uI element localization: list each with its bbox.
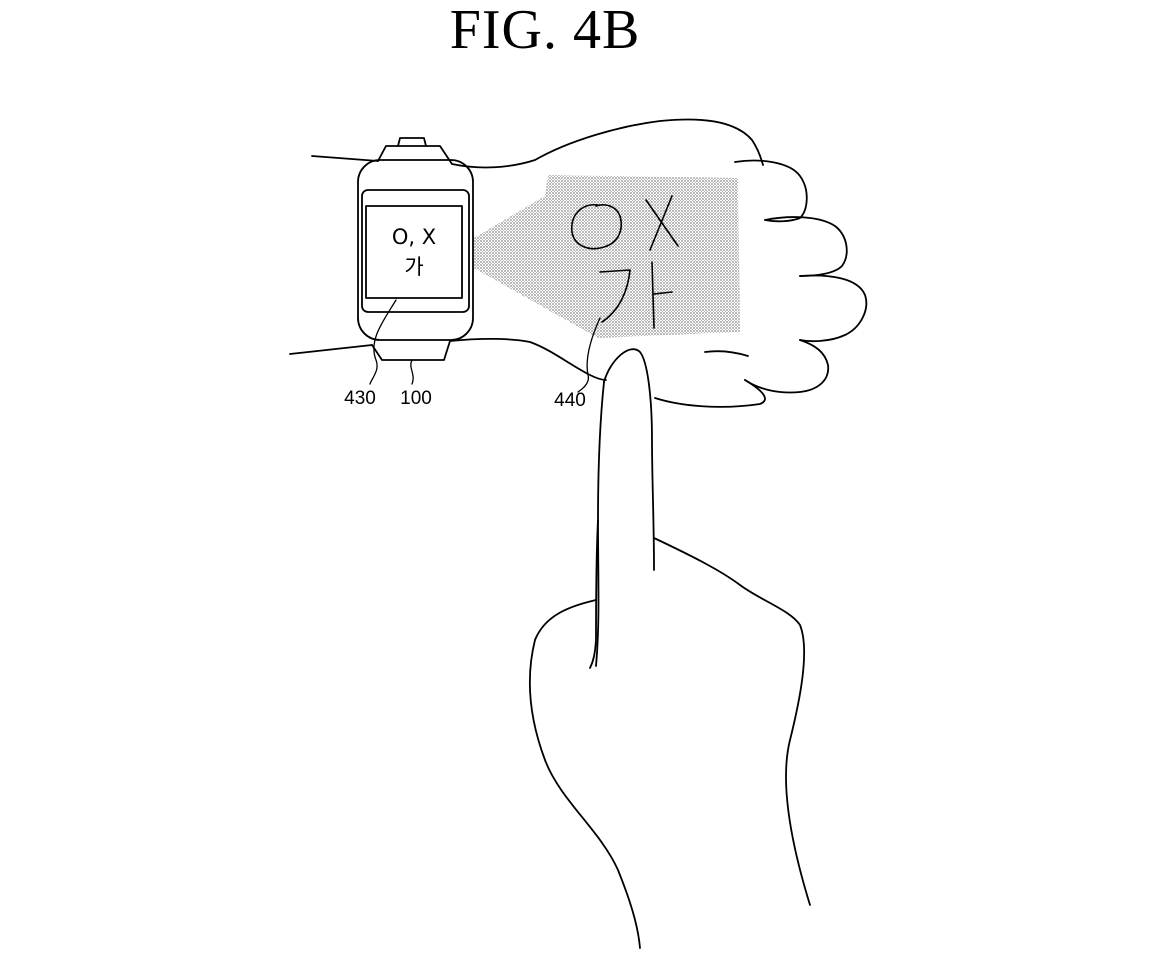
hand-drawn-ga-vertical xyxy=(651,261,655,329)
leader-430 xyxy=(369,299,397,385)
watch-screen-line1: O, X xyxy=(392,225,436,249)
label-430: 430 xyxy=(344,388,376,409)
pointing-hand xyxy=(528,348,811,949)
figure-title: FIG. 4B xyxy=(449,0,641,61)
leader-lines xyxy=(369,299,601,393)
arm-bottom-line xyxy=(289,344,373,355)
projected-handwriting xyxy=(571,195,679,329)
thumb-line xyxy=(654,379,766,408)
watch-top-strap xyxy=(377,145,453,165)
watch-bezel xyxy=(361,189,470,313)
hand-drawn-x-stroke-1 xyxy=(645,199,679,247)
hand-drawn-ga-dash xyxy=(653,291,673,295)
middle-finger-fold xyxy=(589,519,599,669)
watch-crown xyxy=(397,137,427,147)
hand-drawn-circle xyxy=(571,204,622,250)
watch-screen-line2: 가 xyxy=(404,255,423,279)
watch-bottom-strap xyxy=(371,340,451,361)
leader-100 xyxy=(410,359,414,385)
watch-body xyxy=(357,159,474,341)
leader-440 xyxy=(577,317,601,393)
label-440: 440 xyxy=(554,390,586,411)
knuckle-2 xyxy=(764,216,848,277)
knuckle-1 xyxy=(734,159,808,223)
watch-screen xyxy=(365,205,463,299)
hand-drawn-x-stroke-2 xyxy=(649,195,673,251)
thumb-crease xyxy=(704,350,749,357)
wrist-bottom-line xyxy=(449,337,607,381)
pointing-hand-front xyxy=(528,599,641,949)
hand-outline xyxy=(289,118,868,408)
knuckle-4 xyxy=(744,339,830,394)
pointing-hand-back xyxy=(653,537,811,906)
projection-beam xyxy=(474,175,740,338)
knuckle-3 xyxy=(799,274,868,343)
hand-drawn-ga-giyeok xyxy=(599,269,631,323)
smartwatch: O, X 가 xyxy=(357,137,474,361)
index-finger xyxy=(603,348,655,571)
label-100: 100 xyxy=(400,388,432,409)
arm-top-line xyxy=(311,155,379,162)
wrist-top-line xyxy=(451,118,764,169)
projection-area xyxy=(474,175,740,338)
